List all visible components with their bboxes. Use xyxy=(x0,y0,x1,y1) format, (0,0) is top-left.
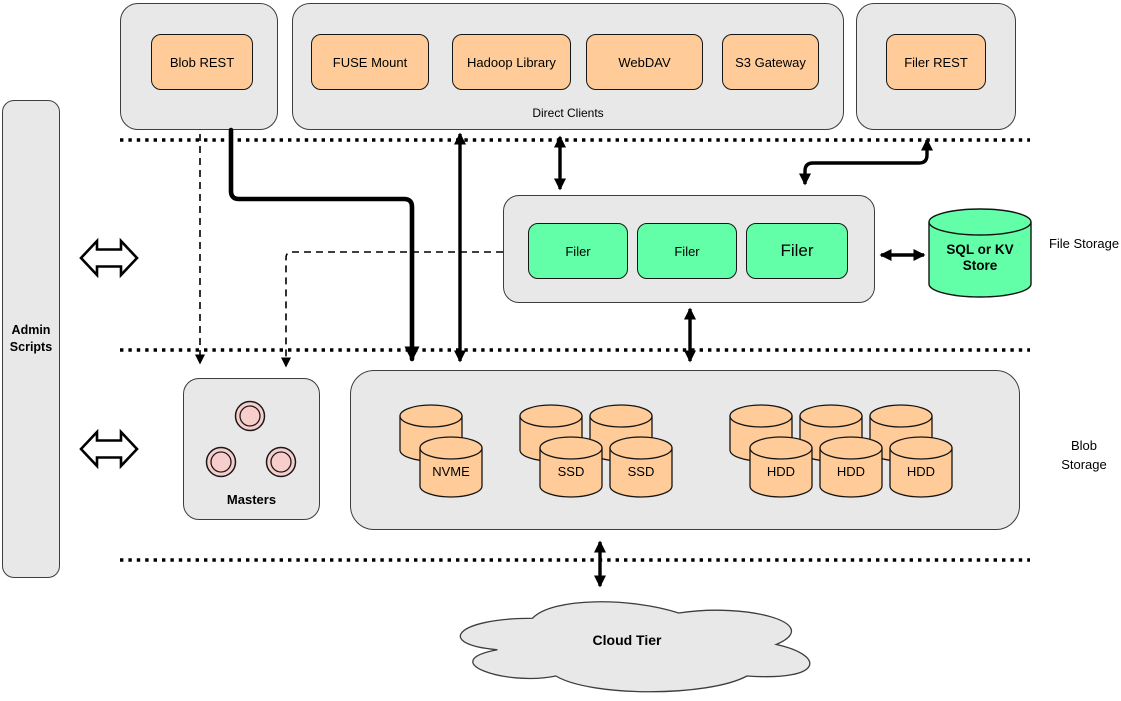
filer-rest-group: Filer REST xyxy=(856,3,1016,130)
blob-rest-node: Blob REST xyxy=(151,34,253,90)
hadoop-library-node: Hadoop Library xyxy=(452,34,571,90)
admin-bidirectional-arrow-file-storage xyxy=(79,237,139,279)
filer-rest-node: Filer REST xyxy=(886,34,986,90)
filer-cluster-group: Filer Filer Filer xyxy=(503,195,875,303)
admin-scripts-panel: Admin Scripts xyxy=(2,100,60,578)
sql-kv-store-label-line2: Store xyxy=(963,258,998,273)
fuse-mount-node: FUSE Mount xyxy=(311,34,429,90)
sql-kv-store-label-line1: SQL or KV xyxy=(946,242,1013,257)
arrow-blob-rest-to-blob-storage xyxy=(228,127,420,362)
masters-label: Masters xyxy=(226,492,277,507)
cloud-tier-shape: Cloud Tier xyxy=(459,601,811,693)
blob-rest-group: Blob REST xyxy=(120,3,278,130)
s3-gateway-node: S3 Gateway xyxy=(722,34,819,90)
arrow-filer-rest-filer xyxy=(799,138,933,186)
admin-scripts-label: Admin Scripts xyxy=(9,323,53,354)
file-storage-side-label: File Storage xyxy=(1048,236,1120,251)
blob-storage-side-label: Blob Storage xyxy=(1061,438,1107,472)
masters-group: Masters xyxy=(183,378,320,520)
sql-kv-store-cylinder: SQL or KV Store xyxy=(928,208,1032,298)
direct-clients-caption: Direct Clients xyxy=(532,106,604,120)
admin-bidirectional-arrow-blob-storage xyxy=(79,428,139,470)
filer-node-1: Filer xyxy=(528,223,628,279)
cloud-tier-label: Cloud Tier xyxy=(593,632,663,648)
direct-clients-group: FUSE Mount Hadoop Library WebDAV S3 Gate… xyxy=(292,3,844,130)
webdav-node: WebDAV xyxy=(586,34,703,90)
filer-node-3: Filer xyxy=(746,223,848,279)
blob-storage-group xyxy=(350,370,1020,530)
filer-node-2: Filer xyxy=(637,223,737,279)
dashed-arrow-filer-to-masters xyxy=(281,251,503,368)
